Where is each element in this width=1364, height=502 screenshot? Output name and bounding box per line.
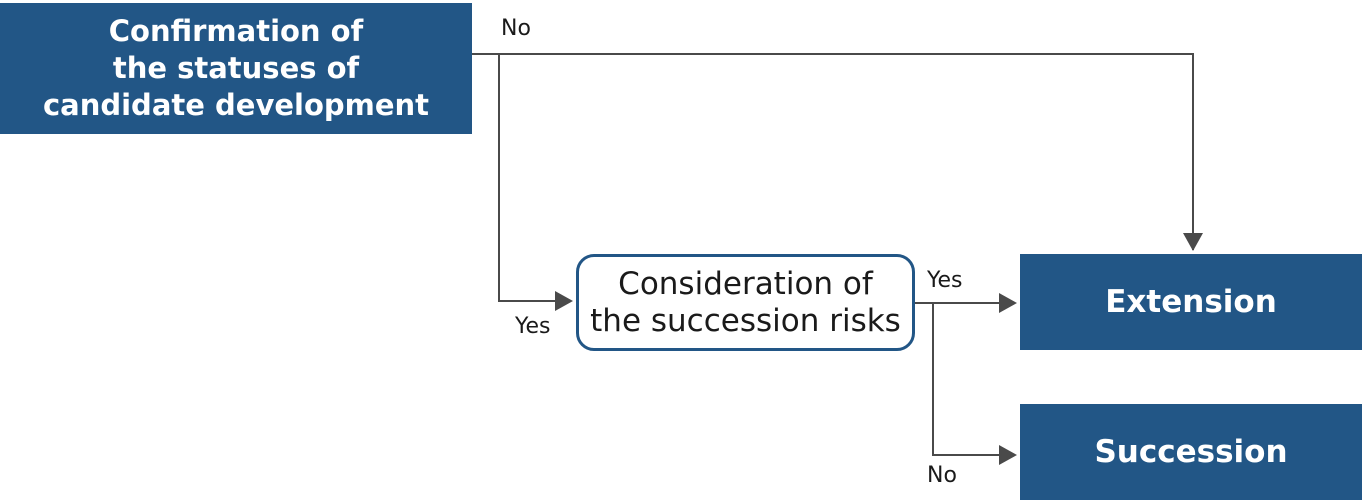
edge-start-to-extension [472, 53, 1194, 250]
edge-start-to-decision [498, 54, 556, 302]
edge-label-no-bottom: No [927, 463, 957, 488]
decision-node-label: Consideration of the succession risks [590, 265, 901, 339]
start-node-box: Confirmation of the statuses of candidat… [0, 3, 472, 134]
succession-node-label: Succession [1094, 434, 1288, 470]
edge-label-yes-left: Yes [515, 314, 551, 339]
succession-node-box: Succession [1020, 404, 1362, 500]
extension-node-box: Extension [1020, 254, 1362, 350]
extension-node-label: Extension [1105, 284, 1277, 320]
edge-label-yes-right: Yes [927, 268, 963, 293]
edge-decision-to-succession [932, 303, 1000, 456]
arrowhead-extension-left [999, 293, 1017, 313]
start-node-label: Confirmation of the statuses of candidat… [42, 14, 430, 122]
arrowhead-extension-top [1183, 233, 1203, 251]
decision-node-box: Consideration of the succession risks [576, 254, 915, 351]
arrowhead-succession-left [999, 445, 1017, 465]
arrowhead-decision-left [555, 291, 573, 311]
edge-label-no-top: No [501, 16, 531, 41]
